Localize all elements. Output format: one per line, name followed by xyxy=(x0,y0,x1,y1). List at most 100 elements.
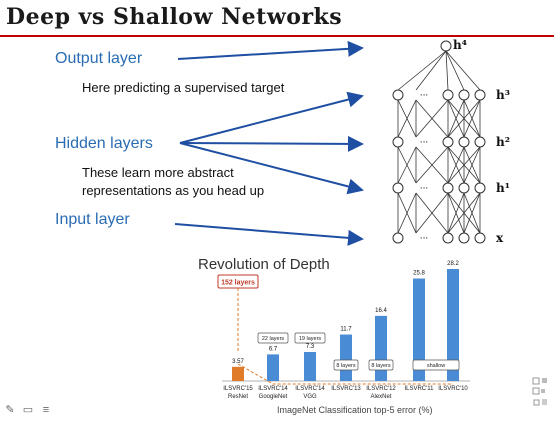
chart-annotation-box xyxy=(333,359,359,371)
network-edge xyxy=(447,192,465,234)
network-layer-label: x xyxy=(496,231,504,245)
network-edge xyxy=(415,50,447,91)
chart-value-label: 7.3 xyxy=(306,344,315,350)
network-edge xyxy=(463,192,481,234)
hidden-arrow-2 xyxy=(179,135,364,152)
chart-tick-label: ILSVRC'10 xyxy=(438,386,468,392)
chart-tick-label: VGG xyxy=(303,394,317,400)
network-edge xyxy=(445,50,481,91)
chart-tick-label: ILSVRC'14 xyxy=(295,386,325,392)
hidden-layers-label: Hidden layers xyxy=(55,135,153,152)
chart-annotation-label: 22 layers xyxy=(262,336,285,342)
slides-icon[interactable]: ▭ xyxy=(22,404,34,416)
output-layer-description: Here predicting a supervised target xyxy=(82,80,285,95)
chart-bar xyxy=(267,354,279,381)
network-edge xyxy=(447,146,465,184)
qr-code-icon xyxy=(532,377,547,406)
network-layer-label: h³ xyxy=(496,88,510,102)
network-node xyxy=(458,89,470,101)
network-ellipsis: ··· xyxy=(420,91,429,101)
slide-title: Deep vs Shallow Networks xyxy=(6,4,343,30)
network-edge xyxy=(397,50,447,91)
presentation-toolbar: ✎ ▭ ≡ xyxy=(4,404,52,416)
chart-annotation-box xyxy=(368,359,394,371)
network-edge xyxy=(447,146,481,184)
chart-value-label: 28.2 xyxy=(447,261,459,267)
chart-tick-label: ILSVRC'14 xyxy=(258,386,288,392)
chart-annotation-box xyxy=(412,359,460,371)
input-layer-label: Input layer xyxy=(55,211,130,228)
chart-annotation-label: 19 layers xyxy=(299,336,322,342)
chart-tick-label: ResNet xyxy=(228,394,248,400)
network-edge xyxy=(397,192,417,234)
network-edge xyxy=(415,146,449,184)
hidden-arrow-3 xyxy=(179,142,364,195)
hidden-arrow-1 xyxy=(179,91,364,144)
chart-value-label: 11.7 xyxy=(340,327,352,333)
network-node xyxy=(474,232,486,244)
chart-trend-line xyxy=(237,363,453,385)
chart-xlabel: ImageNet Classification top-5 error (%) xyxy=(277,405,433,415)
network-edge xyxy=(445,50,465,91)
network-node xyxy=(442,89,454,101)
pen-icon[interactable]: ✎ xyxy=(5,404,15,416)
network-edge xyxy=(463,99,481,138)
network-node xyxy=(442,232,454,244)
output-layer-label: Output layer xyxy=(55,50,143,67)
network-node xyxy=(442,182,454,194)
menu-icon[interactable]: ≡ xyxy=(42,404,50,416)
network-node xyxy=(442,136,454,148)
network-node xyxy=(474,136,486,148)
chart-annotation-label: 152 layers xyxy=(221,280,255,287)
network-edge xyxy=(415,99,449,138)
network-layer-label: h¹ xyxy=(496,181,510,195)
network-node xyxy=(474,182,486,194)
network-edge xyxy=(447,192,481,234)
network-node xyxy=(392,232,404,244)
chart-value-label: 16.4 xyxy=(375,308,387,314)
chart-bar xyxy=(304,352,316,381)
network-node xyxy=(458,136,470,148)
title-divider xyxy=(0,35,554,37)
chart-bar xyxy=(447,269,459,381)
network-edge xyxy=(397,146,417,184)
chart-annotation-label: 8 layers xyxy=(336,363,356,369)
chart-tick-label: ILSVRC'11 xyxy=(404,386,434,392)
network-node xyxy=(392,136,404,148)
network-ellipsis: ··· xyxy=(420,138,429,148)
chart-annotation-box xyxy=(217,274,259,289)
network-node xyxy=(458,182,470,194)
chart-tick-label: AlexNet xyxy=(370,394,391,400)
chart-value-label: 3.57 xyxy=(232,359,244,365)
hidden-layers-description-line1: These learn more abstract xyxy=(82,165,234,180)
input-arrow xyxy=(174,223,364,246)
network-edge xyxy=(445,50,449,91)
chart-annotation-label: 8 layers xyxy=(371,363,391,369)
network-node xyxy=(458,232,470,244)
network-edge xyxy=(447,99,465,138)
network-layer-label: h⁴ xyxy=(453,38,467,52)
hidden-layers-description-line2: representations as you head up xyxy=(82,183,265,198)
chart-annotation-label: shallow xyxy=(427,363,445,369)
chart-annotation-box xyxy=(294,332,326,344)
network-node xyxy=(392,182,404,194)
network-layer-label: h² xyxy=(496,135,510,149)
output-arrow xyxy=(177,40,364,60)
network-node xyxy=(474,89,486,101)
network-edge xyxy=(397,99,417,138)
chart-value-label: 25.8 xyxy=(413,271,425,277)
chart-bar xyxy=(340,334,352,381)
network-edge xyxy=(447,99,481,138)
chart-tick-label: GoogleNet xyxy=(259,394,288,400)
chart-tick-label: ILSVRC'12 xyxy=(366,386,396,392)
chart-value-label: 6.7 xyxy=(269,346,278,352)
network-edge xyxy=(463,146,481,184)
chart-tick-label: ILSVRC'15 xyxy=(223,386,253,392)
chart-title: Revolution of Depth xyxy=(198,256,330,273)
chart-bar xyxy=(232,366,244,381)
network-ellipsis: ··· xyxy=(420,184,429,194)
chart-bar xyxy=(375,315,387,381)
network-output-node xyxy=(440,40,452,52)
network-edge xyxy=(415,192,449,234)
